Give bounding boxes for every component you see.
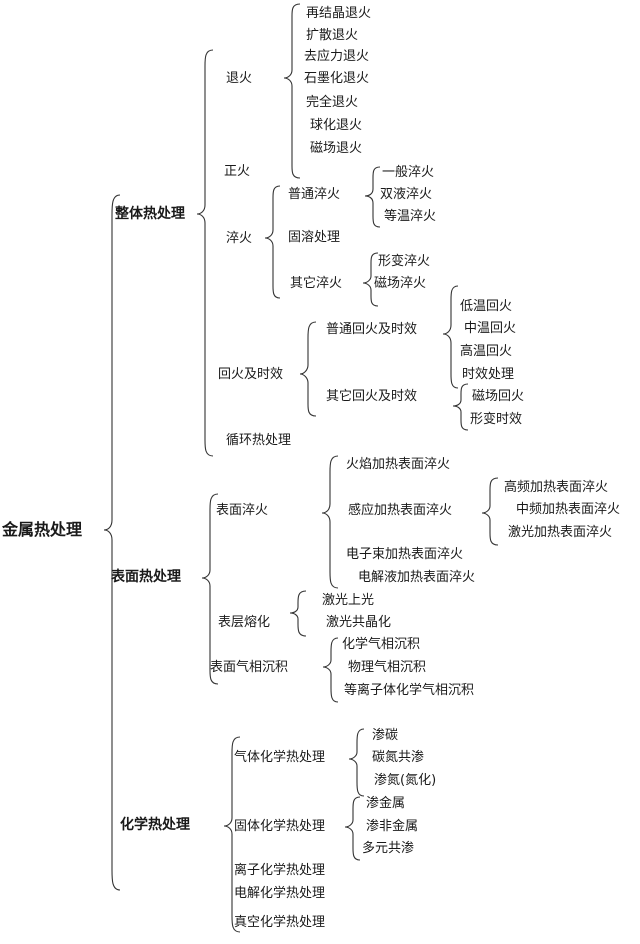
annealing-brace xyxy=(283,3,301,179)
chemical-treatment-label: 化学热处理 xyxy=(120,817,190,833)
chemical-other-item: 真空化学热处理 xyxy=(234,915,326,930)
solid-chemical-item: 多元共渗 xyxy=(362,841,415,856)
melting-item: 激光共晶化 xyxy=(326,615,392,630)
other-quench-item: 磁场淬火 xyxy=(374,276,427,291)
solid-chemical-item: 渗非金属 xyxy=(366,819,419,834)
quenching-label: 淬火 xyxy=(226,231,253,246)
flame-hardening-label: 火焰加热表面淬火 xyxy=(346,457,451,472)
melting-brace xyxy=(289,590,307,637)
annealing-item: 石墨化退火 xyxy=(304,71,370,86)
whole-brace xyxy=(196,49,214,457)
ordinary-temper-item: 高温回火 xyxy=(460,344,513,359)
electrolyte-hardening-label: 电解液加热表面淬火 xyxy=(358,570,476,585)
induction-brace xyxy=(481,477,499,546)
ordinary-temper-brace xyxy=(442,285,459,389)
surface-melting-label: 表层熔化 xyxy=(218,615,271,630)
annealing-item: 完全退火 xyxy=(306,95,359,110)
annealing-item: 去应力退火 xyxy=(304,49,370,64)
root-label: 金属热处理 xyxy=(2,520,83,539)
annealing-label: 退火 xyxy=(226,71,253,86)
other-quench-label: 其它淬火 xyxy=(290,276,343,291)
annealing-item: 磁场退火 xyxy=(310,141,363,156)
chemical-brace xyxy=(223,736,241,933)
hardening-brace xyxy=(321,455,339,589)
surface-hardening-label: 表面淬火 xyxy=(216,503,269,518)
ordinary-temper-item: 时效处理 xyxy=(462,367,515,382)
ordinary-quench-label: 普通淬火 xyxy=(288,187,341,202)
quenching-brace xyxy=(264,185,281,299)
ordinary-temper-label: 普通回火及时效 xyxy=(326,322,418,337)
annealing-item: 扩散退火 xyxy=(306,28,359,43)
melting-item: 激光上光 xyxy=(322,593,375,608)
ordinary-quench-item: 双液淬火 xyxy=(380,187,433,202)
deposition-item: 化学气相沉积 xyxy=(342,637,421,652)
surface-brace xyxy=(201,493,219,685)
other-temper-item: 形变时效 xyxy=(470,412,523,427)
solid-brace xyxy=(344,796,361,861)
tempering-brace xyxy=(299,321,317,417)
normalizing-label: 正火 xyxy=(224,164,251,179)
deposition-brace xyxy=(322,637,339,703)
gas-chemical-label: 气体化学热处理 xyxy=(234,750,326,765)
cyclic-treatment-label: 循环热处理 xyxy=(226,433,292,448)
tempering-label: 回火及时效 xyxy=(218,367,284,382)
deposition-item: 等离子体化学气相沉积 xyxy=(344,683,475,698)
surface-treatment-label: 表面热处理 xyxy=(111,569,181,585)
ordinary-quench-brace xyxy=(364,166,381,228)
other-quench-brace xyxy=(362,252,379,307)
induction-item: 中频加热表面淬火 xyxy=(516,502,621,517)
gas-chemical-item: 渗碳 xyxy=(372,728,399,743)
induction-item: 高频加热表面淬火 xyxy=(504,480,609,495)
annealing-item: 球化退火 xyxy=(310,118,363,133)
chemical-other-item: 电解化学热处理 xyxy=(234,886,326,901)
other-temper-label: 其它回火及时效 xyxy=(326,389,418,404)
chemical-other-item: 离子化学热处理 xyxy=(234,863,326,878)
other-quench-item: 形变淬火 xyxy=(378,254,431,269)
vapor-deposition-label: 表面气相沉积 xyxy=(210,660,289,675)
other-temper-item: 磁场回火 xyxy=(472,389,525,404)
induction-hardening-label: 感应加热表面淬火 xyxy=(348,503,453,518)
whole-treatment-label: 整体热处理 xyxy=(115,206,185,222)
gas-brace xyxy=(348,728,365,797)
solid-chemical-item: 渗金属 xyxy=(366,796,406,811)
gas-chemical-item: 碳氮共渗 xyxy=(372,750,425,765)
ordinary-temper-item: 低温回火 xyxy=(460,299,513,314)
other-temper-brace xyxy=(452,383,469,431)
gas-chemical-item: 渗氮(氮化) xyxy=(374,773,437,788)
annealing-item: 再结晶退火 xyxy=(306,6,372,21)
solution-treatment-label: 固溶处理 xyxy=(288,230,341,245)
ordinary-quench-item: 等温淬火 xyxy=(384,209,437,224)
ordinary-temper-item: 中温回火 xyxy=(464,321,517,336)
induction-item: 激光加热表面淬火 xyxy=(508,525,613,540)
ebeam-hardening-label: 电子束加热表面淬火 xyxy=(346,547,464,562)
root-brace xyxy=(103,194,121,891)
solid-chemical-label: 固体化学热处理 xyxy=(234,819,326,834)
ordinary-quench-item: 一般淬火 xyxy=(382,165,435,180)
deposition-item: 物理气相沉积 xyxy=(348,660,427,675)
